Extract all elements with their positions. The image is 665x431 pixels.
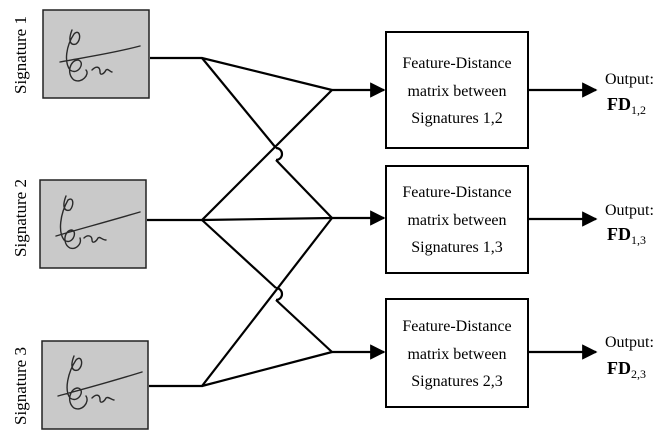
box-3-line-3: Signatures 2,3 bbox=[411, 373, 503, 390]
signature-2-image bbox=[39, 179, 147, 269]
box-1-line-1: Feature-Distance bbox=[402, 55, 511, 72]
box-1-line-3: Signatures 1,2 bbox=[411, 110, 503, 127]
output-1: Output: FD1,2 bbox=[605, 71, 654, 117]
box-2-line-3: Signatures 1,3 bbox=[411, 239, 503, 256]
connector-network bbox=[147, 56, 333, 388]
output-2: Output: FD1,3 bbox=[605, 202, 654, 247]
feature-distance-box-1: Feature-Distance matrix between Signatur… bbox=[385, 31, 529, 149]
signature-3-label: Signature 3 bbox=[11, 347, 30, 425]
box-2-line-2: matrix between bbox=[407, 212, 506, 229]
output-1-label: Output: bbox=[605, 71, 654, 88]
output-3-label: Output: bbox=[605, 334, 654, 351]
signature-3-image bbox=[41, 340, 149, 430]
box-3-line-2: matrix between bbox=[407, 346, 506, 363]
output-3: Output: FD2,3 bbox=[605, 334, 654, 381]
feature-distance-box-2: Feature-Distance matrix between Signatur… bbox=[385, 165, 529, 274]
signature-2-label: Signature 2 bbox=[11, 179, 30, 257]
output-2-label: Output: bbox=[605, 202, 654, 219]
signature-1-image bbox=[42, 9, 150, 99]
box-1-line-2: matrix between bbox=[407, 83, 506, 100]
signature-1-label: Signature 1 bbox=[11, 16, 30, 94]
box-3-line-1: Feature-Distance bbox=[402, 318, 511, 335]
box-2-line-1: Feature-Distance bbox=[402, 184, 511, 201]
output-3-value: FD2,3 bbox=[607, 358, 646, 381]
output-2-value: FD1,3 bbox=[607, 224, 646, 247]
output-1-value: FD1,2 bbox=[607, 94, 646, 117]
feature-distance-box-3: Feature-Distance matrix between Signatur… bbox=[385, 298, 529, 408]
